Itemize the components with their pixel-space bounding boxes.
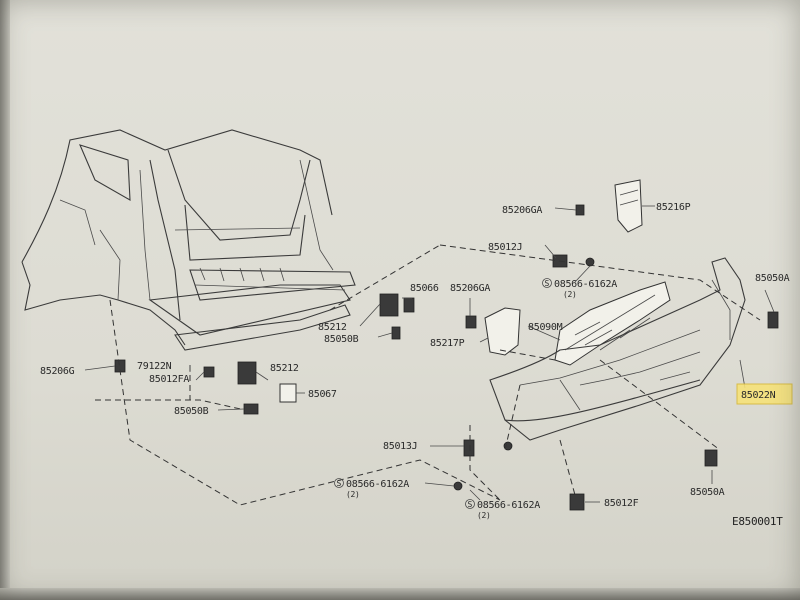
rear-bumper-fascia	[489, 257, 746, 441]
label-85013J: 85013J	[383, 441, 417, 452]
label-08566-top: 08566-6162A	[554, 279, 617, 290]
monitor-bezel-left	[0, 0, 10, 600]
screw-symbol-top	[542, 278, 552, 288]
label-08566-top-qty: (2)	[563, 290, 577, 299]
label-85050A-top: 85050A	[755, 273, 790, 284]
bracket-85216P	[614, 179, 643, 233]
label-85217P: 85217P	[430, 338, 465, 349]
s-glyph-bottom: S	[468, 500, 473, 509]
s-glyph-top: S	[545, 279, 550, 288]
label-85050B-center: 85050B	[324, 334, 359, 345]
bolt-85050A-bottom	[704, 449, 718, 467]
bracket-85067	[279, 383, 297, 403]
bracket-85217P	[484, 307, 521, 356]
highlight-85022N	[736, 383, 793, 405]
label-85090M: 85090M	[528, 322, 563, 333]
assembly-dashed-lines	[95, 244, 761, 506]
label-85022N: 85022N	[741, 390, 776, 401]
monitor-bezel-bottom	[0, 588, 800, 600]
label-85067: 85067	[308, 389, 337, 400]
sensor-85212-left	[237, 361, 257, 385]
screw-08566-left	[453, 481, 463, 491]
part-labels: 85206GA 85216P 85012J S 08566-6162A (2) …	[40, 202, 790, 528]
vehicle-body-outline	[21, 129, 356, 351]
label-85216P: 85216P	[656, 202, 691, 213]
label-85212-left: 85212	[270, 363, 299, 374]
label-85050A-bottom: 85050A	[690, 487, 725, 498]
label-08566-bottom: 08566-6162A	[477, 500, 540, 511]
label-85012FA: 85012FA	[149, 374, 189, 385]
label-85206G: 85206G	[40, 366, 75, 377]
clip-85206GA-top	[575, 204, 585, 216]
clip-85013J	[463, 439, 475, 457]
screw-symbol-left	[334, 478, 344, 488]
fasteners	[114, 204, 779, 511]
bolt-85050A-top	[767, 311, 779, 329]
label-08566-left: 08566-6162A	[346, 479, 409, 490]
screw-symbol-bottom	[465, 499, 475, 509]
label-85206GA-top: 85206GA	[502, 205, 542, 216]
clip-85012F	[569, 493, 585, 511]
bolt-85050B-center	[391, 326, 401, 340]
s-glyph-left: S	[337, 479, 342, 488]
sensor-85212-center	[379, 293, 399, 317]
bumper-absorber	[554, 281, 671, 366]
label-08566-left-qty: (2)	[346, 490, 360, 499]
label-08566-bottom-qty: (2)	[477, 511, 491, 520]
label-85212-center: 85212	[318, 322, 347, 333]
leader-lines	[84, 205, 775, 503]
label-85050B-left: 85050B	[174, 406, 209, 417]
label-85012F: 85012F	[604, 498, 639, 509]
clip-85012FA	[203, 366, 215, 378]
label-85012J: 85012J	[488, 242, 522, 253]
label-85066: 85066	[410, 283, 439, 294]
clip-85066	[403, 297, 415, 313]
label-79122N: 79122N	[137, 361, 172, 372]
clip-85206GA-mid	[465, 315, 477, 329]
diagram-code: E850001T	[732, 515, 783, 528]
bolt-85050B-left	[243, 403, 259, 415]
label-85206GA-mid: 85206GA	[450, 283, 490, 294]
